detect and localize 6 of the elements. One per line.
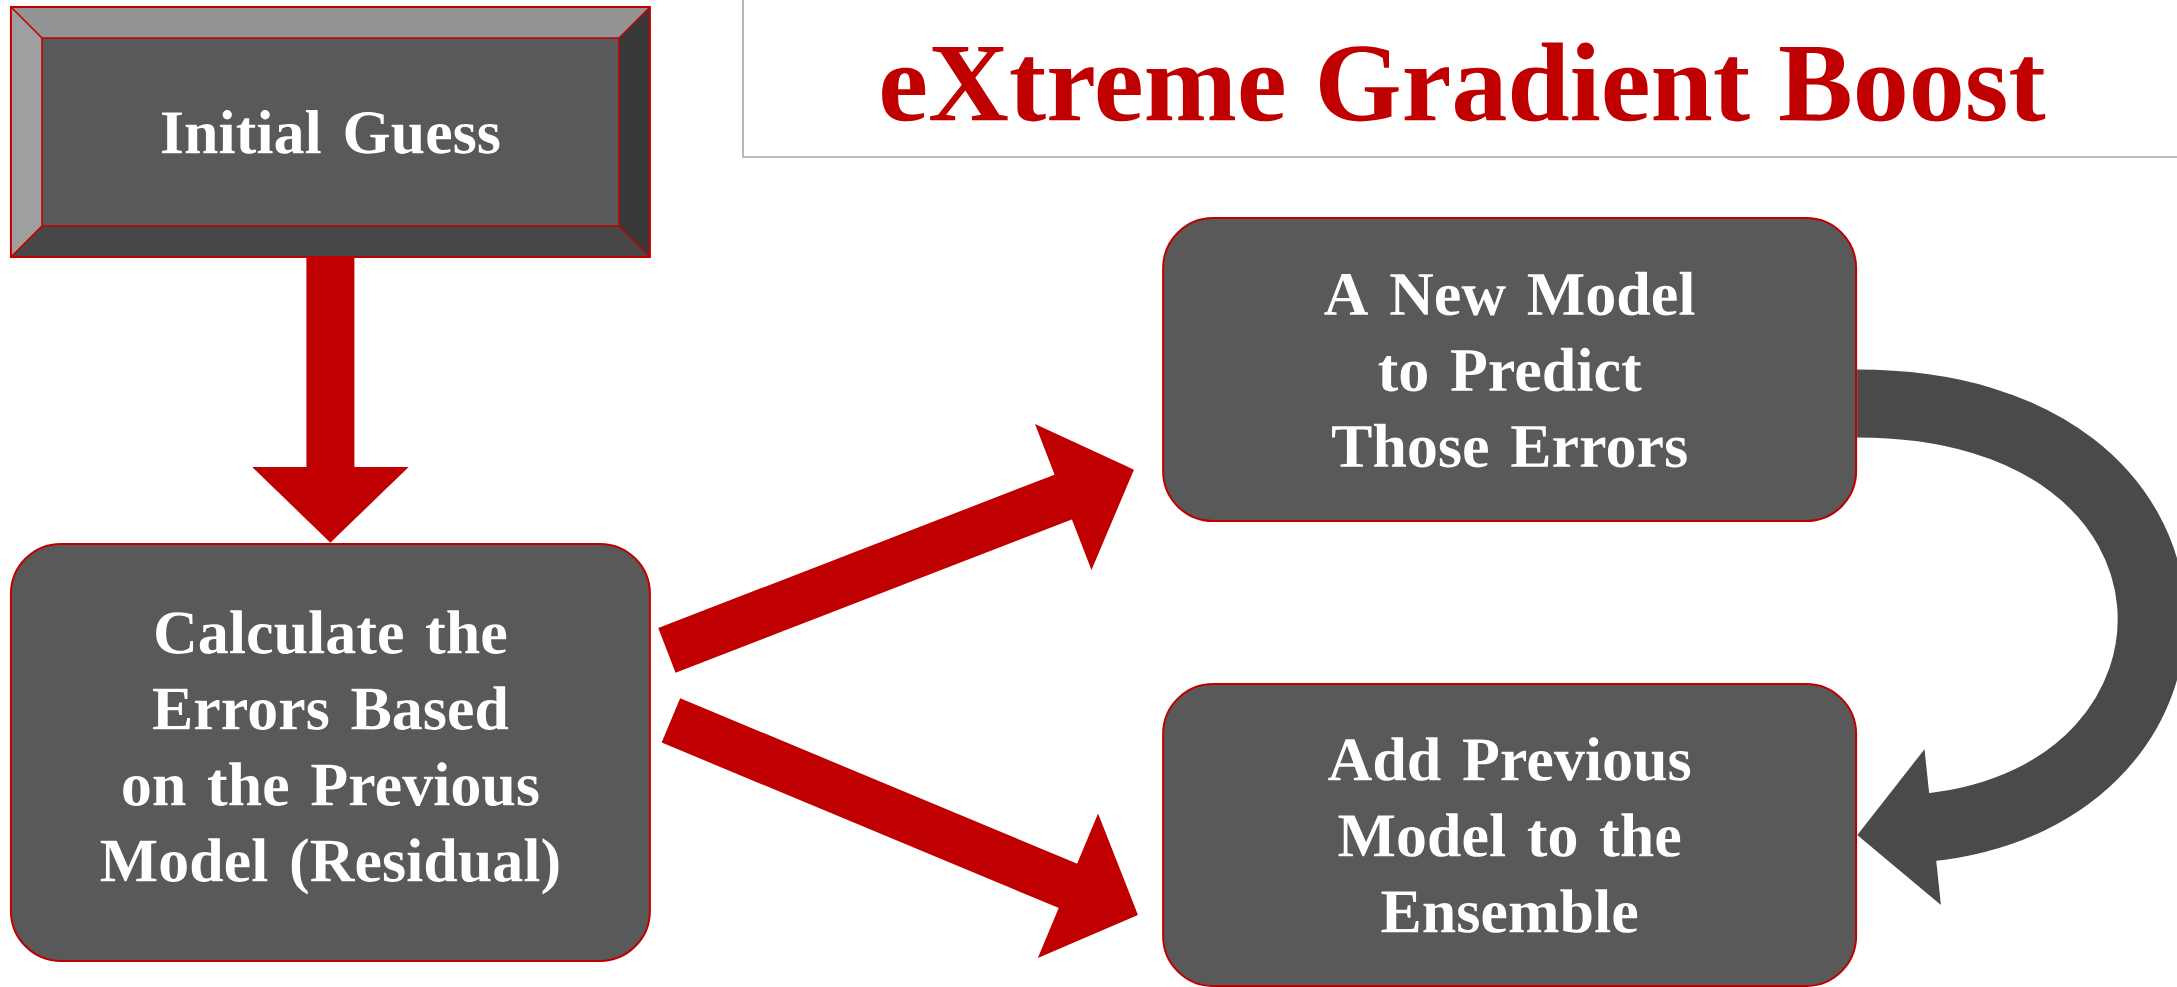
rounded-box: Calculate the Errors Based on the Previous Model (Residual)	[9, 542, 651, 962]
rounded-box: A New Model to Predict Those Errors	[1162, 217, 1858, 523]
bevel-box: Initial Guess	[9, 6, 651, 258]
rounded-box: Add Previous Model to the Ensemble	[1162, 683, 1858, 987]
block-arrow	[1854, 369, 2177, 905]
title-banner: eXtreme Gradient Boost	[742, 0, 2177, 158]
